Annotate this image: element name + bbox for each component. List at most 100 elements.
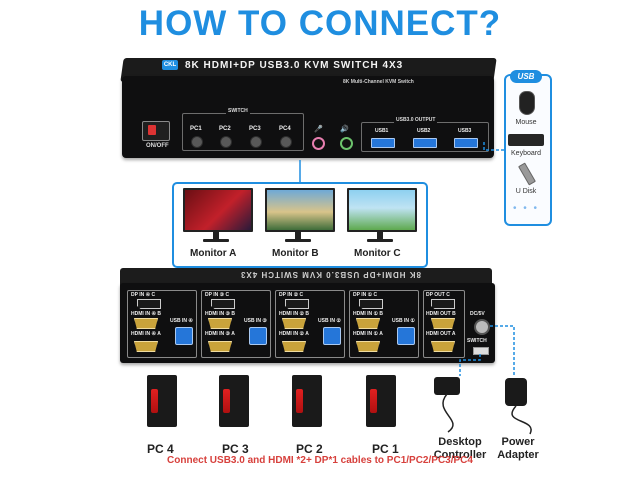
monitor-b-stand <box>295 232 301 239</box>
pc4-button-label: PC4 <box>279 126 291 132</box>
pc-4-tower <box>147 375 177 427</box>
desktop-controller-label-2: Controller <box>433 449 487 461</box>
power-switch[interactable] <box>142 121 170 141</box>
input-group-1 <box>349 290 419 358</box>
dp-in-2-port[interactable] <box>285 299 309 309</box>
hdmi-out-b-label: HDMI OUT B <box>426 311 456 317</box>
usb1-port[interactable] <box>371 138 395 148</box>
power-switch-label: ON/OFF <box>146 143 169 149</box>
switch-port-label: SWITCH <box>467 338 487 344</box>
input-group-4 <box>127 290 197 358</box>
desktop-controller-icon <box>434 377 460 395</box>
pc2-button[interactable] <box>220 136 232 148</box>
hdmi-in-4a-label: HDMI IN ④ A <box>131 331 161 337</box>
usb-output-title: USB3.0 OUTPUT <box>394 117 438 123</box>
desktop-controller-label-1: Desktop <box>438 436 482 448</box>
pc-2-label: PC 2 <box>296 442 323 456</box>
pc-1-label: PC 1 <box>372 442 399 456</box>
keyboard-label: Keyboard <box>511 150 541 157</box>
hdmi-in-3a-port[interactable] <box>208 341 232 352</box>
pc4-button[interactable] <box>280 136 292 148</box>
hdmi-in-1a-port[interactable] <box>356 341 380 352</box>
monitor-c-base <box>367 239 393 242</box>
hdmi-in-4b-port[interactable] <box>134 318 158 329</box>
usb2-port[interactable] <box>413 138 437 148</box>
usb-in-3-label: USB IN ③ <box>244 318 267 324</box>
pc-2-tower <box>292 375 322 427</box>
pc-3-label: PC 3 <box>222 442 249 456</box>
adapter-cable-icon <box>511 405 532 435</box>
footer-instruction: Connect USB3.0 and HDMI *2+ DP*1 cables … <box>167 455 473 466</box>
monitor-a-stand <box>213 232 219 239</box>
microphone-icon: 🎤 <box>314 126 323 133</box>
kvm-product-subtitle: 8K Multi-Channel KVM Switch <box>343 79 414 85</box>
monitor-b-screen <box>265 188 335 232</box>
usb-in-4-label: USB IN ④ <box>170 318 193 324</box>
monitor-b-base <box>285 239 311 242</box>
pc-3-tower <box>219 375 249 427</box>
usb-connector-line <box>483 142 504 151</box>
dp-in-1-label: DP IN ① C <box>353 292 378 298</box>
pc1-button[interactable] <box>191 136 203 148</box>
usb-in-2-label: USB IN ② <box>318 318 341 324</box>
dc-power-jack[interactable] <box>474 319 490 335</box>
kvm-product-name: 8K HDMI+DP USB3.0 KVM SWITCH 4X3 <box>185 60 404 71</box>
power-rocker-icon <box>148 125 156 135</box>
mouse-label: Mouse <box>515 119 537 126</box>
controller-cable-icon <box>442 393 454 433</box>
hdmi-in-3a-label: HDMI IN ③ A <box>205 331 235 337</box>
dc-5v-label: DC/5V <box>470 311 485 317</box>
audio-jack[interactable] <box>340 137 353 150</box>
hdmi-in-2a-label: HDMI IN ② A <box>279 331 309 337</box>
accessory-cables <box>459 325 515 376</box>
pc-1-tower <box>366 375 396 427</box>
pc3-button[interactable] <box>250 136 262 148</box>
dp-in-4-port[interactable] <box>137 299 161 309</box>
more-devices-indicator: • • • <box>512 203 540 214</box>
usb-in-1-label: USB IN ① <box>392 318 415 324</box>
dp-in-2-label: DP IN ② C <box>279 292 304 298</box>
dp-out-port[interactable] <box>431 299 455 309</box>
hdmi-in-3b-port[interactable] <box>208 318 232 329</box>
dp-in-3-port[interactable] <box>211 299 235 309</box>
usb-in-3-port[interactable] <box>249 327 267 345</box>
monitor-a-label: Monitor A <box>190 248 237 259</box>
monitor-b <box>265 188 335 242</box>
udisk-label: U Disk <box>515 188 537 195</box>
pc-2-light <box>296 389 303 413</box>
mic-jack[interactable] <box>312 137 325 150</box>
usb-in-4-port[interactable] <box>175 327 193 345</box>
monitor-a <box>183 188 253 242</box>
hdmi-out-a-label: HDMI OUT A <box>426 331 456 337</box>
page-title: HOW TO CONNECT? <box>138 4 502 43</box>
pc2-button-label: PC2 <box>219 126 231 132</box>
kvm-back-top <box>120 268 492 286</box>
output-group <box>423 290 465 358</box>
pc-1-light <box>370 389 377 413</box>
power-adapter-icon <box>505 378 527 406</box>
monitor-c-stand <box>377 232 383 239</box>
hdmi-in-1b-port[interactable] <box>356 318 380 329</box>
input-group-2 <box>275 290 345 358</box>
pc-4-light <box>151 389 158 413</box>
monitor-c-screen <box>347 188 417 232</box>
hdmi-in-4b-label: HDMI IN ④ B <box>131 311 162 317</box>
switch-controller-port[interactable] <box>473 347 489 355</box>
pc-4-label: PC 4 <box>147 442 174 456</box>
monitor-c <box>347 188 417 242</box>
switch-group-title: SWITCH <box>226 108 250 114</box>
usb-in-2-port[interactable] <box>323 327 341 345</box>
hdmi-in-4a-port[interactable] <box>134 341 158 352</box>
usb-in-1-port[interactable] <box>397 327 415 345</box>
usb3-port[interactable] <box>454 138 478 148</box>
dp-in-4-label: DP IN ④ C <box>131 292 156 298</box>
dp-in-1-port[interactable] <box>359 299 383 309</box>
usb3-label: USB3 <box>458 128 472 134</box>
usb2-label: USB2 <box>417 128 431 134</box>
hdmi-in-2a-port[interactable] <box>282 341 306 352</box>
pc1-button-label: PC1 <box>190 126 202 132</box>
hdmi-in-2b-port[interactable] <box>282 318 306 329</box>
power-adapter-label-1: Power <box>501 436 535 448</box>
kvm-back-product-name: 8K HDMI+DP USB3.0 KVM SWITCH 4X3 <box>240 270 421 279</box>
monitor-a-base <box>203 239 229 242</box>
